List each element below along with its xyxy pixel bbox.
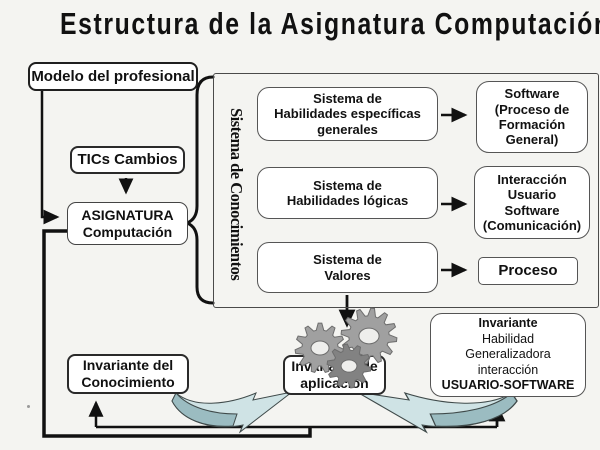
box-asignatura-computacion: ASIGNATURA Computación [67,202,188,245]
box-label-line: Software [504,86,560,102]
stray-dot [27,405,30,408]
box-label-line: USUARIO-SOFTWARE [441,378,575,393]
box-proceso: Proceso [478,257,578,285]
vertical-label-sistema-de-conocimientos: Sistema de Conocimientos [227,107,246,281]
box-modelo-del-profesional: Modelo del profesional [28,62,198,91]
page-title: Estructura de la Asignatura Computación [60,6,600,41]
curly-brace-icon [182,75,215,305]
box-invariante-del-conocimiento: Invariante del Conocimiento [67,354,189,394]
box-label-line: (Comunicación) [482,217,582,233]
box-label-line: Valores [324,267,371,283]
box-label: TICs Cambios [77,151,178,169]
knowledge-system-container [213,73,599,308]
box-label-line: Invariante del [82,357,174,374]
box-software-proceso-formacion: Software (Proceso de Formación General) [476,81,588,153]
box-label-line: generales [317,121,378,137]
box-interaccion-usuario-software: Interacción Usuario Software (Comunicaci… [474,166,590,239]
box-label-line: Computación [82,223,173,240]
box-sistema-habilidades-logicas: Sistema de Habilidades lógicas [257,167,438,219]
box-label-line: Interacción [497,171,567,187]
box-label-line: Sistema de [313,91,382,106]
box-label-line: Software [504,202,560,218]
box-label-line: interacción [477,362,539,377]
box-label-line: Sistema de [313,252,382,268]
box-label-line: Habilidad [481,331,535,346]
box-label-line: Sistema de [313,177,382,193]
cycle-arrow-icon [356,391,518,434]
box-label: Modelo del profesional [31,67,195,85]
box-label-line: (Proceso de [494,101,570,117]
box-invariante-de-aplicacion: Invariante de aplicación [283,355,386,395]
box-label-line: aplicación [300,375,369,391]
box-label-line: Habilidades específicas [274,106,421,122]
box-label: Proceso [498,262,558,280]
box-label-line: Invariante de [291,358,378,375]
box-label-line: Conocimiento [81,374,175,390]
box-label-line: Invariante [478,315,538,330]
box-label-line: Habilidades lógicas [286,193,409,208]
box-label-line: Generalizadora [465,347,551,362]
box-sistema-valores: Sistema de Valores [257,242,438,293]
box-sistema-habilidades-especificas: Sistema de Habilidades específicas gener… [257,87,438,141]
cycle-arrow-icon [171,391,293,434]
box-label-line: Usuario [507,187,557,203]
box-tics-cambios: TICs Cambios [70,146,185,174]
box-label-line: ASIGNATURA [81,206,174,223]
box-label-line: General) [505,132,559,148]
box-invariante-usuario-software: Invariante Habilidad Generalizadora inte… [430,313,586,397]
box-label-line: Formación [498,117,566,132]
arrow-modelo-to-asignatura [40,91,60,225]
